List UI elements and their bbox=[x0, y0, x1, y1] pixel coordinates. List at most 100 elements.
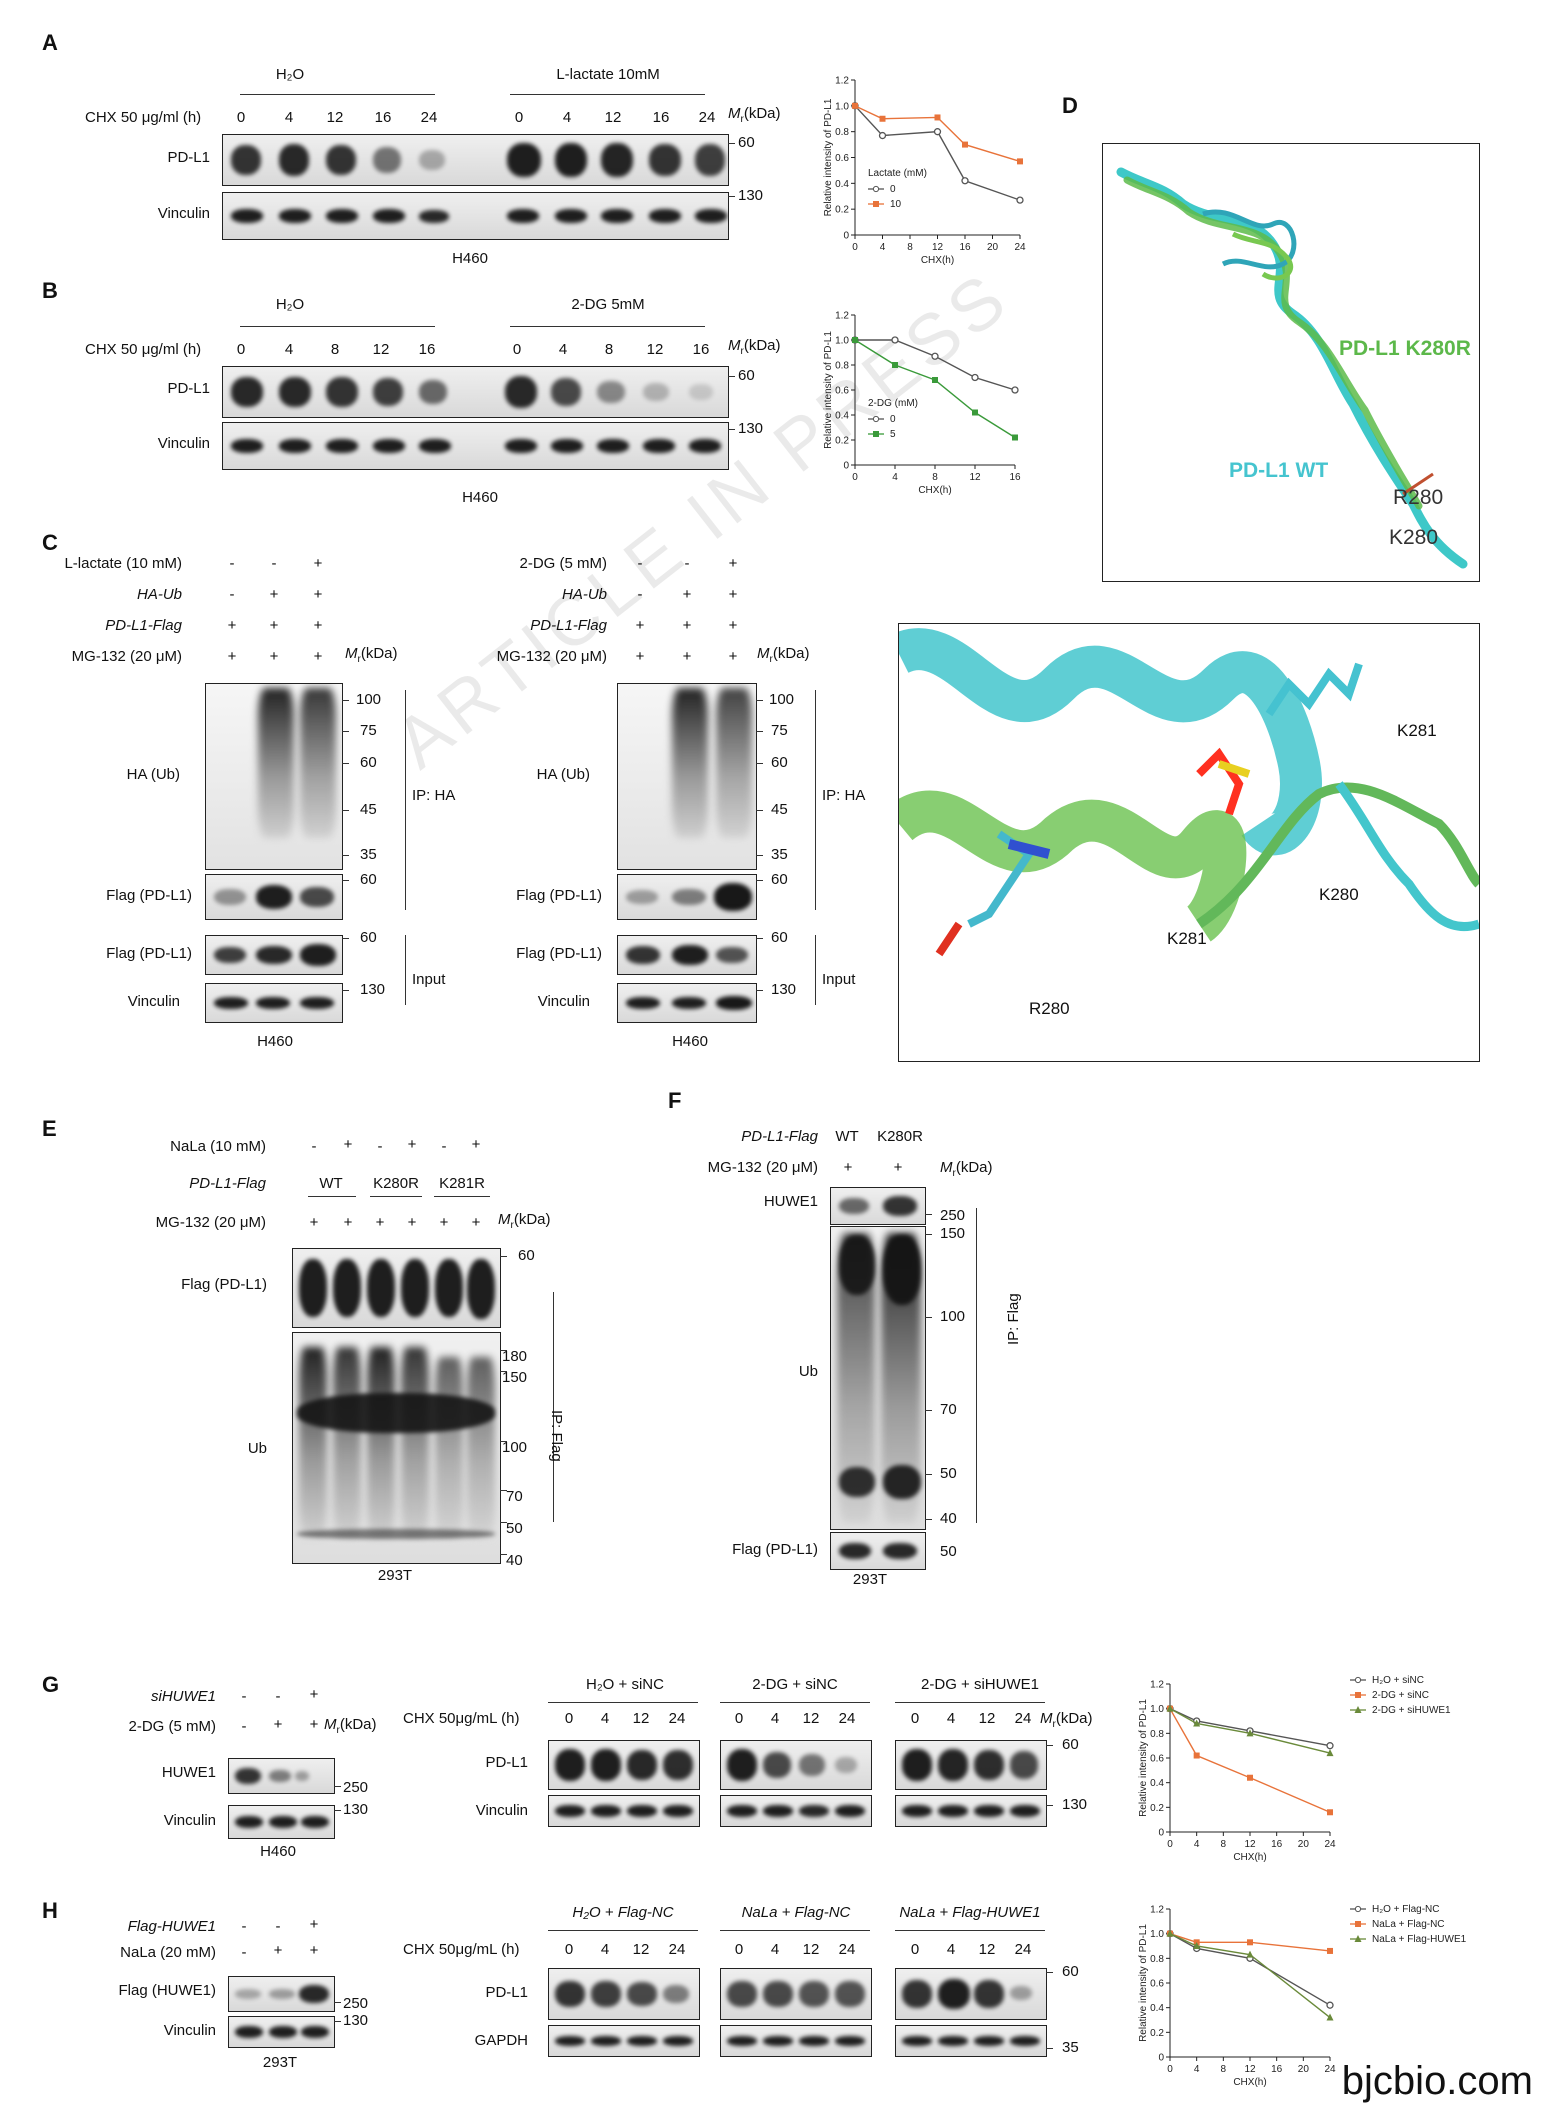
legend-marker bbox=[872, 415, 880, 423]
panel-e-ub-blot bbox=[292, 1332, 501, 1564]
sign: + bbox=[313, 648, 323, 665]
panel-c-left-cond4: MG-132 (20 μM) bbox=[71, 648, 182, 665]
lane-label: 4 bbox=[284, 341, 294, 358]
structure-overview-image bbox=[1116, 167, 1468, 569]
y-tick-label: 0.4 bbox=[835, 179, 849, 190]
y-tick-label: 0.8 bbox=[835, 361, 849, 372]
panel-f-flag-blot bbox=[830, 1532, 926, 1570]
data-point bbox=[933, 128, 942, 136]
x-tick-label: 4 bbox=[892, 472, 898, 483]
panel-b-group2: 2-DG 5mM bbox=[571, 296, 645, 313]
panel-c-left-ha-blot bbox=[205, 683, 343, 870]
panel-a-vinculin-blot bbox=[222, 192, 729, 240]
x-tick-label: 24 bbox=[1014, 242, 1026, 253]
panel-g-cond1: siHUWE1 bbox=[150, 1688, 216, 1705]
x-tick-label: 0 bbox=[852, 242, 858, 253]
data-point bbox=[1016, 196, 1024, 204]
panel-c-right-row-flag-ip: Flag (PD-L1) bbox=[516, 887, 602, 904]
x-axis-label: CHX(h) bbox=[921, 255, 954, 266]
panel-c-left-cond2: HA-Ub bbox=[136, 586, 182, 603]
panel-a-group2-line bbox=[510, 94, 705, 95]
marker: 60 bbox=[771, 929, 788, 946]
panel-f-row-ub: Ub bbox=[798, 1363, 818, 1380]
data-point bbox=[878, 131, 887, 140]
panel-f-ip-bracket bbox=[976, 1208, 977, 1523]
data-point bbox=[1247, 1939, 1253, 1946]
lane-label: 12 bbox=[326, 109, 344, 126]
panel-e-flag-blot bbox=[292, 1248, 501, 1328]
sign: + bbox=[269, 648, 279, 665]
panel-g-group2: 2-DG + siNC bbox=[752, 1676, 838, 1693]
legend-marker bbox=[873, 201, 879, 207]
x-tick-label: 12 bbox=[1244, 2064, 1256, 2075]
sign: + bbox=[682, 648, 692, 665]
lane-label: 8 bbox=[330, 341, 340, 358]
lane-label: 12 bbox=[646, 341, 664, 358]
y-tick-label: 0.2 bbox=[1150, 2028, 1164, 2039]
data-point bbox=[891, 336, 899, 344]
structure-zoom-image bbox=[899, 628, 1479, 957]
series-line bbox=[1169, 1933, 1331, 1952]
legend-entry: 5 bbox=[890, 429, 896, 440]
panel-c-right-cell: H460 bbox=[672, 1033, 708, 1050]
marker: 60 bbox=[360, 871, 377, 888]
lane-label: 4 bbox=[562, 109, 572, 126]
y-tick-label: 0.2 bbox=[1150, 1803, 1164, 1814]
series-line bbox=[1169, 1933, 1331, 2019]
y-tick-label: 0.4 bbox=[1150, 1778, 1164, 1789]
panel-g-huwe1-blot bbox=[228, 1758, 335, 1794]
marker: 130 bbox=[343, 2012, 369, 2029]
y-tick-label: 1.2 bbox=[1150, 1905, 1164, 1916]
panel-h-gapdh-blot-2 bbox=[720, 2025, 872, 2057]
y-tick-label: 0 bbox=[843, 231, 849, 242]
x-axis-label: CHX(h) bbox=[1233, 2077, 1266, 2088]
lane-label: 12 bbox=[372, 341, 390, 358]
x-tick-label: 16 bbox=[1271, 2064, 1283, 2075]
panel-b-row-pdl1: PD-L1 bbox=[167, 380, 210, 397]
panel-c-right-ha-blot bbox=[617, 683, 757, 870]
panel-a-cell: H460 bbox=[452, 250, 488, 267]
y-tick-label: 0 bbox=[1158, 1828, 1164, 1839]
panel-f-row-huwe1: HUWE1 bbox=[763, 1193, 818, 1210]
panel-c-left-cond1: L-lactate (10 mM) bbox=[64, 555, 182, 572]
panel-e-group-k281r: K281R bbox=[439, 1175, 485, 1192]
sign: + bbox=[893, 1159, 903, 1176]
panel-g-mr-label-right: Mr(kDa) bbox=[1040, 1710, 1093, 1730]
panel-e-ip-label: IP: Flag bbox=[548, 1410, 565, 1462]
marker: 60 bbox=[1062, 1963, 1079, 1980]
panel-h-pdl1-blot-1 bbox=[548, 1968, 700, 2020]
panel-g-vinculin-blot-1 bbox=[548, 1795, 700, 1827]
legend-entry: 10 bbox=[890, 199, 902, 210]
y-tick-label: 0.2 bbox=[835, 205, 849, 216]
panel-h-cond1: Flag-HUWE1 bbox=[127, 1918, 216, 1935]
panel-letter-d: D bbox=[1062, 93, 1078, 118]
panel-g-row-huwe1: HUWE1 bbox=[161, 1764, 216, 1781]
panel-b-pdl1-blot bbox=[222, 366, 729, 418]
data-point bbox=[1193, 1719, 1201, 1727]
marker-tick bbox=[728, 143, 735, 144]
sign: - bbox=[229, 555, 235, 572]
marker: 60 bbox=[771, 871, 788, 888]
x-tick-label: 4 bbox=[1194, 2064, 1200, 2075]
panel-g-condition: CHX 50μg/mL (h) bbox=[403, 1710, 520, 1727]
panel-letter-b: B bbox=[42, 278, 58, 303]
sign: - bbox=[637, 555, 643, 572]
lane-label: 24 bbox=[420, 109, 438, 126]
panel-h-condition: CHX 50μg/mL (h) bbox=[403, 1941, 520, 1958]
panel-b-cell: H460 bbox=[462, 489, 498, 506]
panel-g-mr-label: Mr(kDa) bbox=[324, 1716, 377, 1736]
panel-e-cond3: MG-132 (20 μM) bbox=[155, 1214, 266, 1231]
y-tick-label: 0 bbox=[1158, 2053, 1164, 2064]
legend-entry: 2-DG + siNC bbox=[1372, 1690, 1429, 1701]
panel-a-group1: H₂O bbox=[275, 66, 305, 83]
legend-marker bbox=[1354, 1706, 1362, 1713]
sign: - bbox=[271, 555, 277, 572]
legend-marker bbox=[873, 431, 879, 437]
y-tick-label: 1.0 bbox=[835, 101, 849, 112]
legend-entry: 0 bbox=[890, 414, 896, 425]
panel-f-row-flag: Flag (PD-L1) bbox=[732, 1541, 818, 1558]
panel-d-structure-overview: PD-L1 K280R PD-L1 WT R280 K280 bbox=[1102, 143, 1480, 582]
legend-marker bbox=[1355, 1692, 1361, 1698]
legend-entry: 2-DG + siHUWE1 bbox=[1372, 1705, 1451, 1716]
series-line bbox=[1169, 1708, 1331, 1813]
